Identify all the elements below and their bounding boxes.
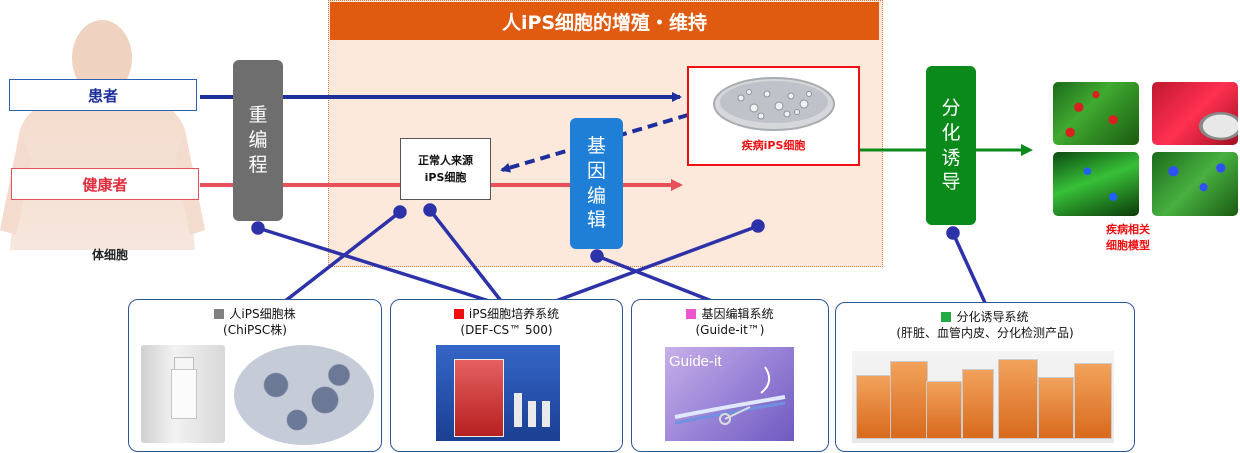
bottle-icon: [890, 361, 928, 439]
product-panel-differentiation[interactable]: 分化诱导系统 (肝脏、血管内皮、分化检测产品): [835, 302, 1135, 452]
pink-square-icon: [686, 309, 697, 319]
tube-icon-2: [528, 401, 536, 427]
ips-maintenance-title: 人iPS细胞的增殖・维持: [501, 11, 708, 34]
connector-somatic-ips-line: [278, 210, 402, 307]
connector-reprogram-ips-line: [257, 226, 506, 308]
cell-colony-photo: [234, 345, 374, 445]
connector-gene-edit: [596, 254, 723, 307]
flask-icon: [454, 359, 504, 437]
product-panel-culture-system[interactable]: iPS细胞培养系统 (DEF-CS™ 500): [390, 299, 623, 452]
product-panel-ips-line[interactable]: 人iPS细胞株 (ChiPSC株): [128, 299, 382, 452]
bottle-icon: [962, 369, 994, 439]
disease-model-label: 疾病相关 细胞模型: [1106, 223, 1150, 252]
patient-label: 患者: [9, 79, 197, 111]
vial-photo: [141, 345, 225, 443]
tube-icon-3: [542, 401, 550, 427]
product-panel-gene-edit[interactable]: 基因编辑系统 (Guide-it™) Guide-it: [631, 299, 829, 452]
disease-ips-box: 疾病iPS细胞: [687, 66, 860, 166]
culture-flask-photo: [436, 345, 560, 441]
normal-ips-box: 正常人来源 iPS细胞: [400, 138, 491, 200]
disease-ips-label: 疾病iPS细胞: [741, 139, 806, 152]
differentiation-step: 分 化 诱 导: [926, 66, 976, 225]
red-square-icon: [453, 309, 464, 319]
micrograph-green-blue: [1152, 152, 1238, 216]
dna-scissors-icon: [674, 366, 786, 425]
differentiation-kits-photo: [852, 351, 1114, 443]
somatic-cell-label: 体细胞: [92, 248, 129, 262]
bottle-icon: [926, 381, 962, 439]
petri-dish-image: [713, 77, 835, 131]
green-square-icon: [941, 312, 952, 322]
bottle-icon: [1038, 377, 1074, 439]
ips-maintenance-header: 人iPS细胞的增殖・维持: [330, 2, 879, 40]
connector-normal-ips-culture: [428, 208, 507, 308]
healthy-label: 健康者: [11, 168, 199, 200]
micrograph-red-cells: [1152, 82, 1238, 145]
gene-edit-step: 基 因 编 辑: [570, 118, 623, 249]
connector-culture-to-edit: [544, 224, 759, 307]
bottle-icon: [1074, 363, 1112, 439]
vial-body-icon: [171, 369, 197, 419]
micrograph-neurons-red-green: [1053, 82, 1139, 145]
bottle-icon: [998, 359, 1038, 439]
connector-differentiation: [951, 232, 988, 306]
micrograph-green-fibers: [1053, 152, 1139, 216]
reprogram-step: 重 编 程: [233, 60, 283, 221]
tube-icon: [514, 393, 522, 427]
guide-it-image: Guide-it: [665, 347, 794, 441]
guide-it-wordmark: Guide-it: [669, 353, 722, 370]
gray-square-icon: [214, 309, 225, 319]
